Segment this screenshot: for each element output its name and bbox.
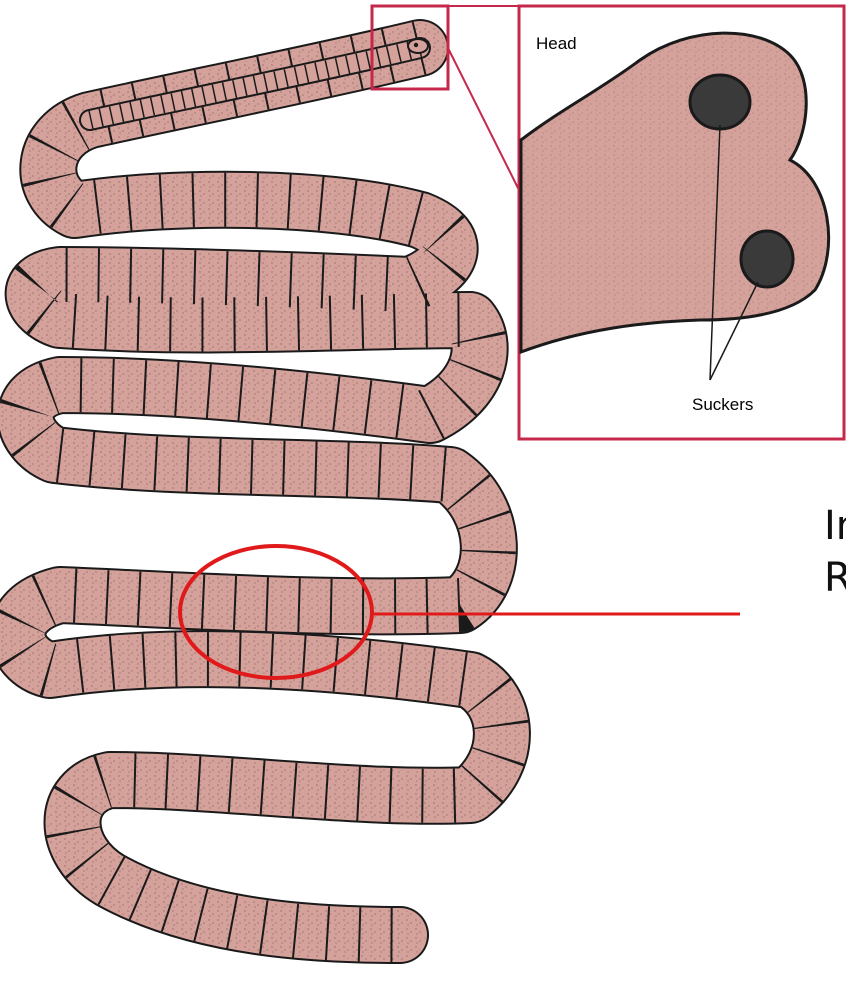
tapeworm-body bbox=[18, 39, 502, 935]
sucker-bottom bbox=[741, 231, 793, 287]
inset-connector-diagonal bbox=[448, 48, 519, 190]
suckers-label: Suckers bbox=[692, 395, 753, 414]
side-text-line2: R bbox=[824, 550, 846, 606]
worm-head bbox=[408, 39, 428, 53]
sucker-top bbox=[690, 75, 750, 129]
side-text-line1: In bbox=[824, 498, 846, 554]
head-inset: Head Suckers bbox=[519, 6, 844, 439]
inset-title: Head bbox=[536, 34, 577, 53]
